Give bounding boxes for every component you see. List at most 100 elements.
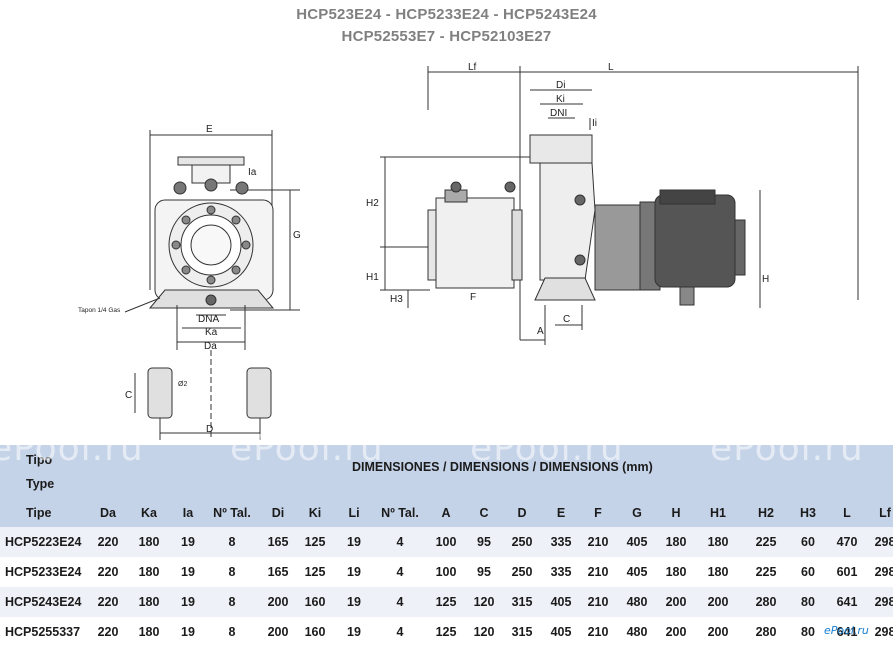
label-A: A (537, 326, 544, 337)
row-value: 220 (97, 535, 119, 549)
row-value: 180 (138, 625, 160, 639)
dimensions-title: DIMENSIONES / DIMENSIONS / DIMENSIONS (m… (352, 460, 653, 474)
front-view (124, 130, 300, 440)
row-value: 335 (550, 535, 572, 549)
row-value: 200 (267, 595, 289, 609)
row-value: 315 (511, 625, 533, 639)
column-header: G (632, 506, 642, 520)
row-value: 160 (304, 625, 326, 639)
page-title-line-1: HCP523E24 - HCP5233E24 - HCP5243E24 (296, 6, 597, 23)
page-title-line-2: HCP52553E7 - HCP52103E27 (341, 28, 552, 45)
column-header: H (671, 506, 681, 520)
header-tipo-fr: Tipe (26, 506, 52, 520)
label-C-side: C (563, 314, 570, 325)
row-type: HCP5255337 (5, 625, 81, 639)
row-value: 19 (347, 535, 361, 549)
label-tapon: Tapon 1/4 Gas (78, 307, 121, 314)
dimensions-table: Tipo Type Tipe DIMENSIONES / DIMENSIONS … (0, 445, 893, 647)
label-H2: H2 (366, 198, 379, 209)
row-value: 165 (267, 535, 289, 549)
column-header: Di (271, 506, 285, 520)
row-value: 180 (707, 535, 729, 549)
row-value: 19 (181, 625, 195, 639)
row-value: 180 (665, 565, 687, 579)
column-header: H1 (710, 506, 726, 520)
label-Ii: Ii (592, 118, 597, 129)
table-header-band (0, 445, 893, 527)
row-type: HCP5223E24 (5, 535, 82, 549)
row-value: 4 (396, 565, 404, 579)
row-value: 120 (473, 625, 495, 639)
row-value: 19 (347, 565, 361, 579)
row-value: 405 (626, 535, 648, 549)
column-header: L (843, 506, 851, 520)
column-header: Ka (141, 506, 157, 520)
row-value: 95 (477, 535, 491, 549)
label-H: H (762, 274, 769, 285)
row-value: 210 (587, 595, 609, 609)
row-value: 8 (228, 625, 236, 639)
brand-logo: ePool.ru (824, 624, 869, 637)
row-band-3 (0, 587, 893, 617)
label-d2: Ø2 (178, 381, 187, 388)
row-value: 225 (755, 535, 777, 549)
column-header: Da (100, 506, 116, 520)
row-value: 298 (874, 595, 893, 609)
column-header: Nº Tal. (213, 506, 251, 520)
row-value: 60 (801, 565, 815, 579)
row-value: 125 (435, 595, 457, 609)
column-header: E (556, 506, 566, 520)
row-value: 19 (181, 595, 195, 609)
label-DNI: DNI (550, 108, 567, 119)
row-value: 180 (138, 565, 160, 579)
row-value: 405 (550, 625, 572, 639)
column-header: C (479, 506, 489, 520)
side-view (380, 66, 859, 345)
row-value: 125 (304, 535, 326, 549)
row-value: 335 (550, 565, 572, 579)
row-band-1 (0, 527, 893, 557)
row-value: 405 (626, 565, 648, 579)
row-value: 125 (304, 565, 326, 579)
row-value: 180 (665, 535, 687, 549)
row-value: 220 (97, 625, 119, 639)
row-value: 19 (181, 565, 195, 579)
row-value: 601 (836, 565, 858, 579)
label-G: G (293, 230, 301, 241)
technical-drawing: E Ia G DNA Ka Da C D Ø2 Tapon 1/4 Gas Lf… (78, 62, 859, 440)
row-value: 225 (755, 565, 777, 579)
row-value: 210 (587, 535, 609, 549)
row-type: HCP5243E24 (5, 595, 82, 609)
row-value: 19 (347, 625, 361, 639)
row-value: 180 (138, 535, 160, 549)
column-header: H3 (800, 506, 816, 520)
label-L: L (608, 62, 614, 73)
row-value: 8 (228, 595, 236, 609)
row-value: 210 (587, 625, 609, 639)
row-band-4 (0, 617, 893, 647)
row-value: 4 (396, 535, 404, 549)
row-value: 200 (267, 625, 289, 639)
column-header: Nº Tal. (381, 506, 419, 520)
row-value: 125 (435, 625, 457, 639)
row-value: 298 (874, 565, 893, 579)
row-value: 80 (801, 625, 815, 639)
row-value: 95 (477, 565, 491, 579)
row-value: 60 (801, 535, 815, 549)
header-tipo-en: Type (26, 477, 55, 491)
row-value: 200 (665, 625, 687, 639)
label-H3: H3 (390, 294, 403, 305)
row-value: 298 (874, 535, 893, 549)
row-value: 220 (97, 595, 119, 609)
row-value: 19 (181, 535, 195, 549)
label-Da: Da (204, 341, 217, 352)
row-value: 200 (707, 625, 729, 639)
row-value: 280 (755, 595, 777, 609)
row-value: 470 (836, 535, 858, 549)
row-value: 100 (435, 565, 457, 579)
label-D: D (206, 424, 213, 435)
row-value: 220 (97, 565, 119, 579)
column-header: D (517, 506, 527, 520)
row-value: 250 (511, 565, 533, 579)
row-value: 210 (587, 565, 609, 579)
